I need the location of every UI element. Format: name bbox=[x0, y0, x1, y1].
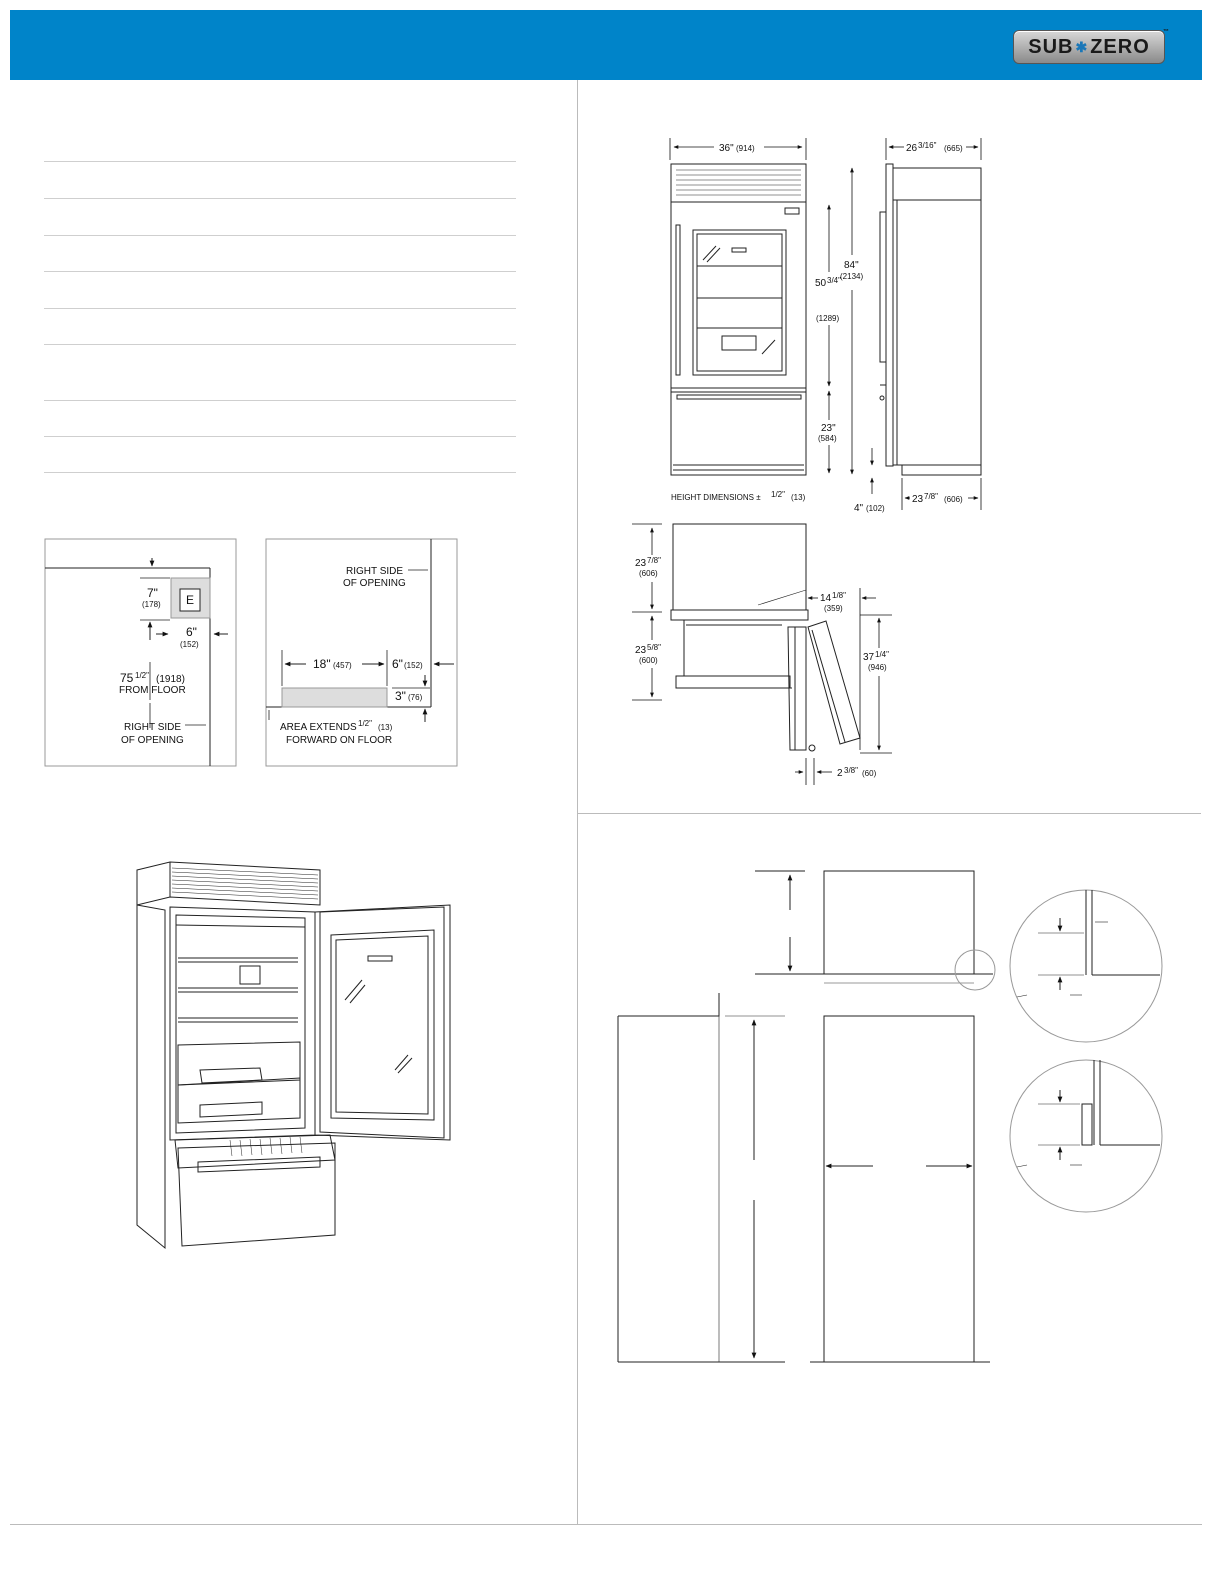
height-note-mm: (13) bbox=[791, 493, 806, 502]
front-case-depth-mm: (606) bbox=[944, 495, 963, 504]
water-note-mm: (13) bbox=[378, 723, 393, 732]
water-side-value: 6" bbox=[392, 657, 403, 671]
front-upper-value: 50 bbox=[815, 278, 827, 289]
front-upper-mm: (1289) bbox=[816, 314, 839, 323]
water-width-value: 18" bbox=[313, 657, 331, 671]
top-case-value: 23 bbox=[635, 558, 647, 569]
front-dimension-lines bbox=[669, 138, 982, 510]
product-illustration bbox=[136, 861, 451, 1250]
front-height-value: 84" bbox=[844, 260, 859, 271]
water-width-mm: (457) bbox=[333, 661, 352, 670]
elec-right-side-2: OF OPENING bbox=[121, 735, 184, 746]
water-note-2: FORWARD ON FLOOR bbox=[286, 735, 392, 746]
water-note-1: AREA EXTENDS bbox=[280, 722, 357, 733]
elec-top-value: 7" bbox=[147, 586, 158, 600]
door-swing-drawing bbox=[670, 523, 861, 752]
elec-floor-mm: (1918) bbox=[156, 674, 185, 685]
side-elevation-drawing bbox=[879, 163, 982, 476]
top-swing-value: 37 bbox=[863, 652, 875, 663]
snowflake-icon: ✱ bbox=[1075, 38, 1089, 55]
spec-row-rule bbox=[44, 436, 516, 437]
front-depth-mm: (665) bbox=[944, 144, 963, 153]
front-case-depth-frac: 7/8" bbox=[924, 492, 938, 501]
water-right-side-1: RIGHT SIDE bbox=[346, 566, 403, 577]
elec-side-value: 6" bbox=[186, 625, 197, 639]
height-note: HEIGHT DIMENSIONS ± bbox=[671, 493, 761, 502]
front-base-mm: (102) bbox=[866, 504, 885, 513]
top-case-mm: (606) bbox=[639, 569, 658, 578]
spec-row-rule bbox=[44, 271, 516, 272]
elec-floor-frac: 1/2" bbox=[135, 671, 149, 680]
elec-floor-note: FROM FLOOR bbox=[119, 685, 186, 696]
front-lower-mm: (584) bbox=[818, 434, 837, 443]
spec-row-rule bbox=[44, 472, 516, 473]
spec-row-rule bbox=[44, 198, 516, 199]
logo-text-right: ZERO bbox=[1090, 35, 1150, 58]
installation-detail-drawing bbox=[617, 870, 1163, 1363]
top-case-frac: 7/8" bbox=[647, 556, 661, 565]
electrical-location-drawing bbox=[44, 538, 237, 767]
trademark-icon: ™ bbox=[1163, 29, 1170, 35]
water-note-frac: 1/2" bbox=[358, 719, 372, 728]
water-right-side-2: OF OPENING bbox=[343, 578, 406, 589]
header-bar bbox=[10, 10, 1202, 80]
water-height-value: 3" bbox=[395, 689, 406, 703]
front-upper-frac: 3/4" bbox=[827, 276, 841, 285]
front-elevation-drawing bbox=[670, 163, 807, 476]
top-swing-frac: 1/4" bbox=[875, 650, 889, 659]
spec-row-rule bbox=[44, 400, 516, 401]
elec-right-side-1: RIGHT SIDE bbox=[124, 722, 181, 733]
water-height-mm: (76) bbox=[408, 693, 423, 702]
elec-side-mm: (152) bbox=[180, 640, 199, 649]
front-lower-value: 23" bbox=[821, 423, 836, 434]
elec-floor-value: 75 bbox=[120, 671, 134, 685]
spec-row-rule bbox=[44, 235, 516, 236]
top-offset-frac: 3/8" bbox=[844, 766, 858, 775]
sub-zero-logo: SUB ✱ ZERO ™ bbox=[1013, 29, 1169, 64]
spec-row-rule bbox=[44, 308, 516, 309]
column-divider bbox=[577, 80, 578, 1525]
front-depth-value: 26 bbox=[906, 143, 918, 154]
outlet-letter: E bbox=[186, 593, 194, 607]
logo-text-left: SUB bbox=[1028, 35, 1074, 58]
top-side-mm: (359) bbox=[824, 604, 843, 613]
door-swing-dimension-lines bbox=[632, 523, 892, 785]
front-case-depth-value: 23 bbox=[912, 494, 924, 505]
front-height-mm: (2134) bbox=[840, 272, 863, 281]
elec-top-mm: (178) bbox=[142, 600, 161, 609]
top-door-mm: (600) bbox=[639, 656, 658, 665]
front-depth-frac: 3/16" bbox=[918, 141, 937, 150]
front-width-value: 36" bbox=[719, 143, 734, 154]
spec-row-rule bbox=[44, 344, 516, 345]
top-door-frac: 5/8" bbox=[647, 643, 661, 652]
top-offset-value: 2 bbox=[837, 768, 843, 779]
water-side-mm: (152) bbox=[404, 661, 423, 670]
top-side-frac: 1/8" bbox=[832, 591, 846, 600]
front-width-mm: (914) bbox=[736, 144, 755, 153]
top-offset-mm: (60) bbox=[862, 769, 877, 778]
top-swing-mm: (946) bbox=[868, 663, 887, 672]
spec-row-rule bbox=[44, 161, 516, 162]
right-section-divider bbox=[578, 813, 1201, 814]
top-side-value: 14 bbox=[820, 593, 832, 604]
height-note-frac: 1/2" bbox=[771, 490, 785, 499]
front-base-value: 4" bbox=[854, 503, 864, 514]
water-supply-drawing bbox=[265, 538, 458, 767]
top-door-value: 23 bbox=[635, 645, 647, 656]
footer-divider bbox=[10, 1524, 1202, 1525]
